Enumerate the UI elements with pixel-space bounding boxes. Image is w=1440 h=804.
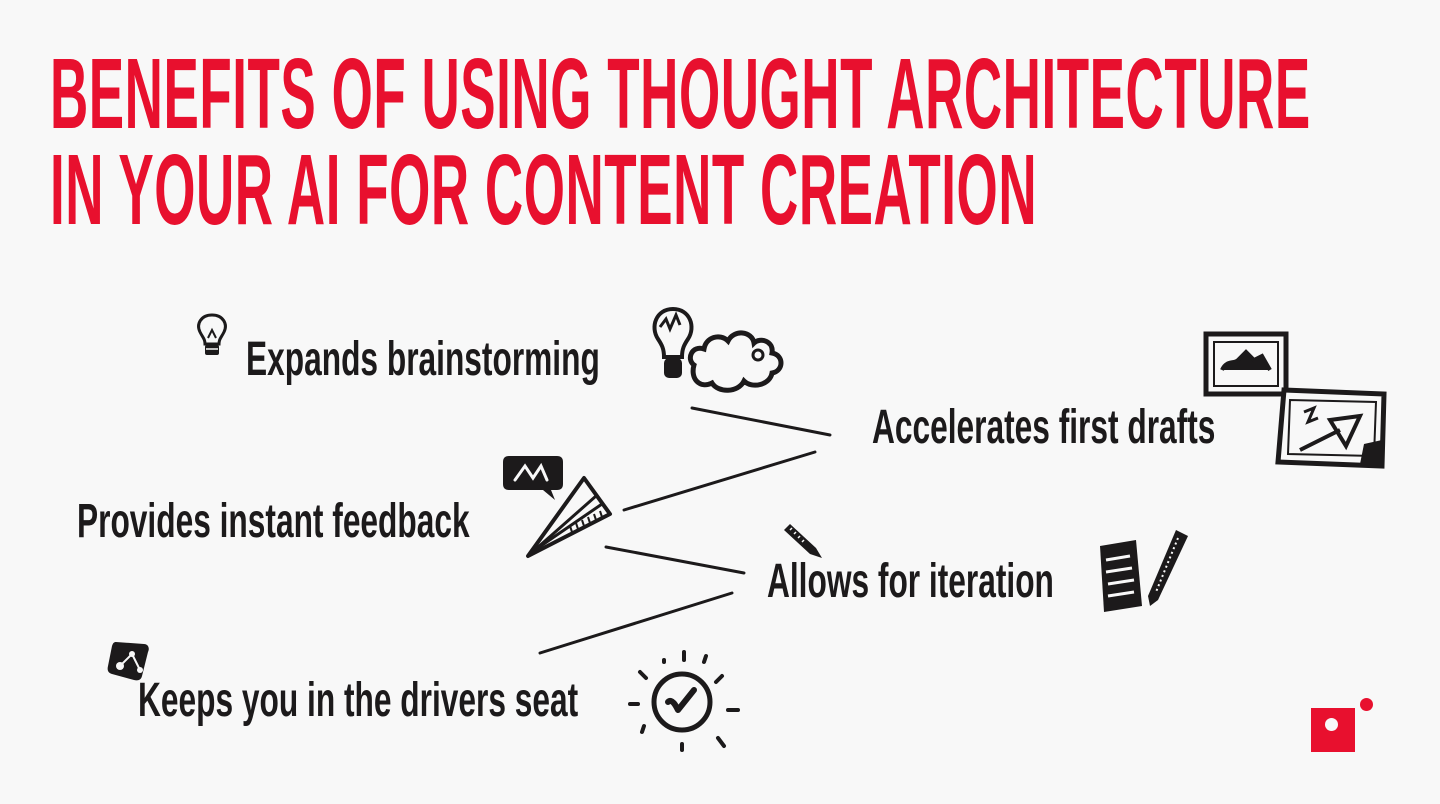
logo-dot — [1360, 698, 1373, 711]
small-lightbulb-icon — [197, 313, 227, 355]
lightbulb-cloud-icon — [652, 306, 784, 393]
brand-logo — [1311, 708, 1355, 752]
benefit-keeps-you-in-the-drivers-seat: Keeps you in the drivers seat — [138, 674, 579, 727]
share-node-icon — [107, 642, 149, 681]
logo-hole — [1325, 718, 1338, 731]
benefit-accelerates-first-drafts: Accelerates first drafts — [872, 401, 1216, 454]
checkmark-badge-icon — [628, 650, 740, 752]
notepad-pencil-icon — [1100, 530, 1188, 612]
benefit-provides-instant-feedback: Provides instant feedback — [77, 495, 470, 548]
picture-frames-icon — [1203, 331, 1387, 469]
benefit-allows-for-iteration: Allows for iteration — [767, 555, 1054, 608]
paper-plane-icon — [526, 476, 612, 558]
benefit-expands-brainstorming: Expands brainstorming — [246, 333, 600, 386]
title-line-2: IN YOUR AI FOR CONTENT CREATION — [50, 134, 1038, 246]
title-line-1: BENEFITS OF USING THOUGHT ARCHITECTURE — [50, 38, 1311, 150]
chat-bubble-icon — [503, 456, 563, 500]
small-pencil-icon — [784, 524, 822, 558]
